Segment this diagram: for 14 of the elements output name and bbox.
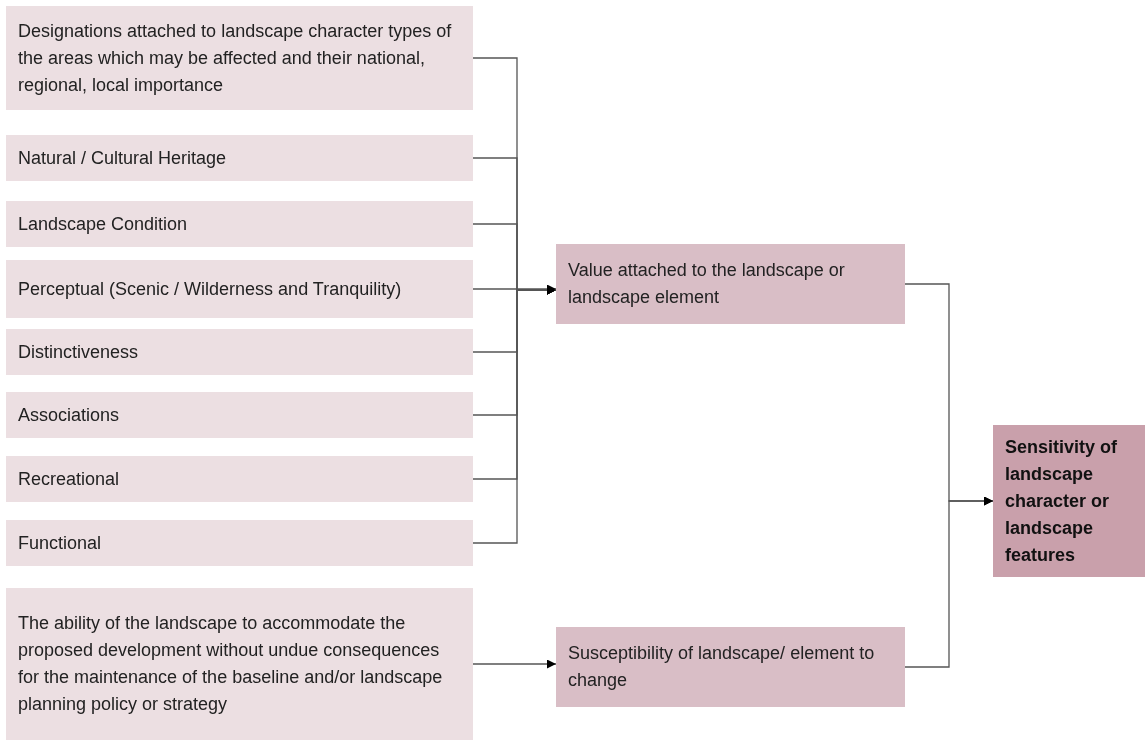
criterion-box: Value attached to the landscape or landscape element (556, 244, 905, 324)
factor-box: Perceptual (Scenic / Wilderness and Tranquility) (6, 260, 473, 318)
connector-arrow (472, 659, 557, 669)
factor-box: The ability of the landscape to accommodate the proposed development without undue consequences for the maintenance of the baseline and/or landscape planning policy or strategy (6, 588, 473, 740)
connector-arrow (904, 496, 994, 668)
factor-box: Recreational (6, 456, 473, 502)
criterion-box: Susceptibility of landscape/ element to change (556, 627, 905, 707)
factor-box: Natural / Cultural Heritage (6, 135, 473, 181)
factor-box: Designations attached to landscape character types of the areas which may be affected and their national, regional, local importance (6, 6, 473, 110)
result-box: Sensitivity of landscape character or landscape features (993, 425, 1145, 577)
factor-box: Associations (6, 392, 473, 438)
factor-box: Functional (6, 520, 473, 566)
factor-box: Landscape Condition (6, 201, 473, 247)
factor-box: Distinctiveness (6, 329, 473, 375)
